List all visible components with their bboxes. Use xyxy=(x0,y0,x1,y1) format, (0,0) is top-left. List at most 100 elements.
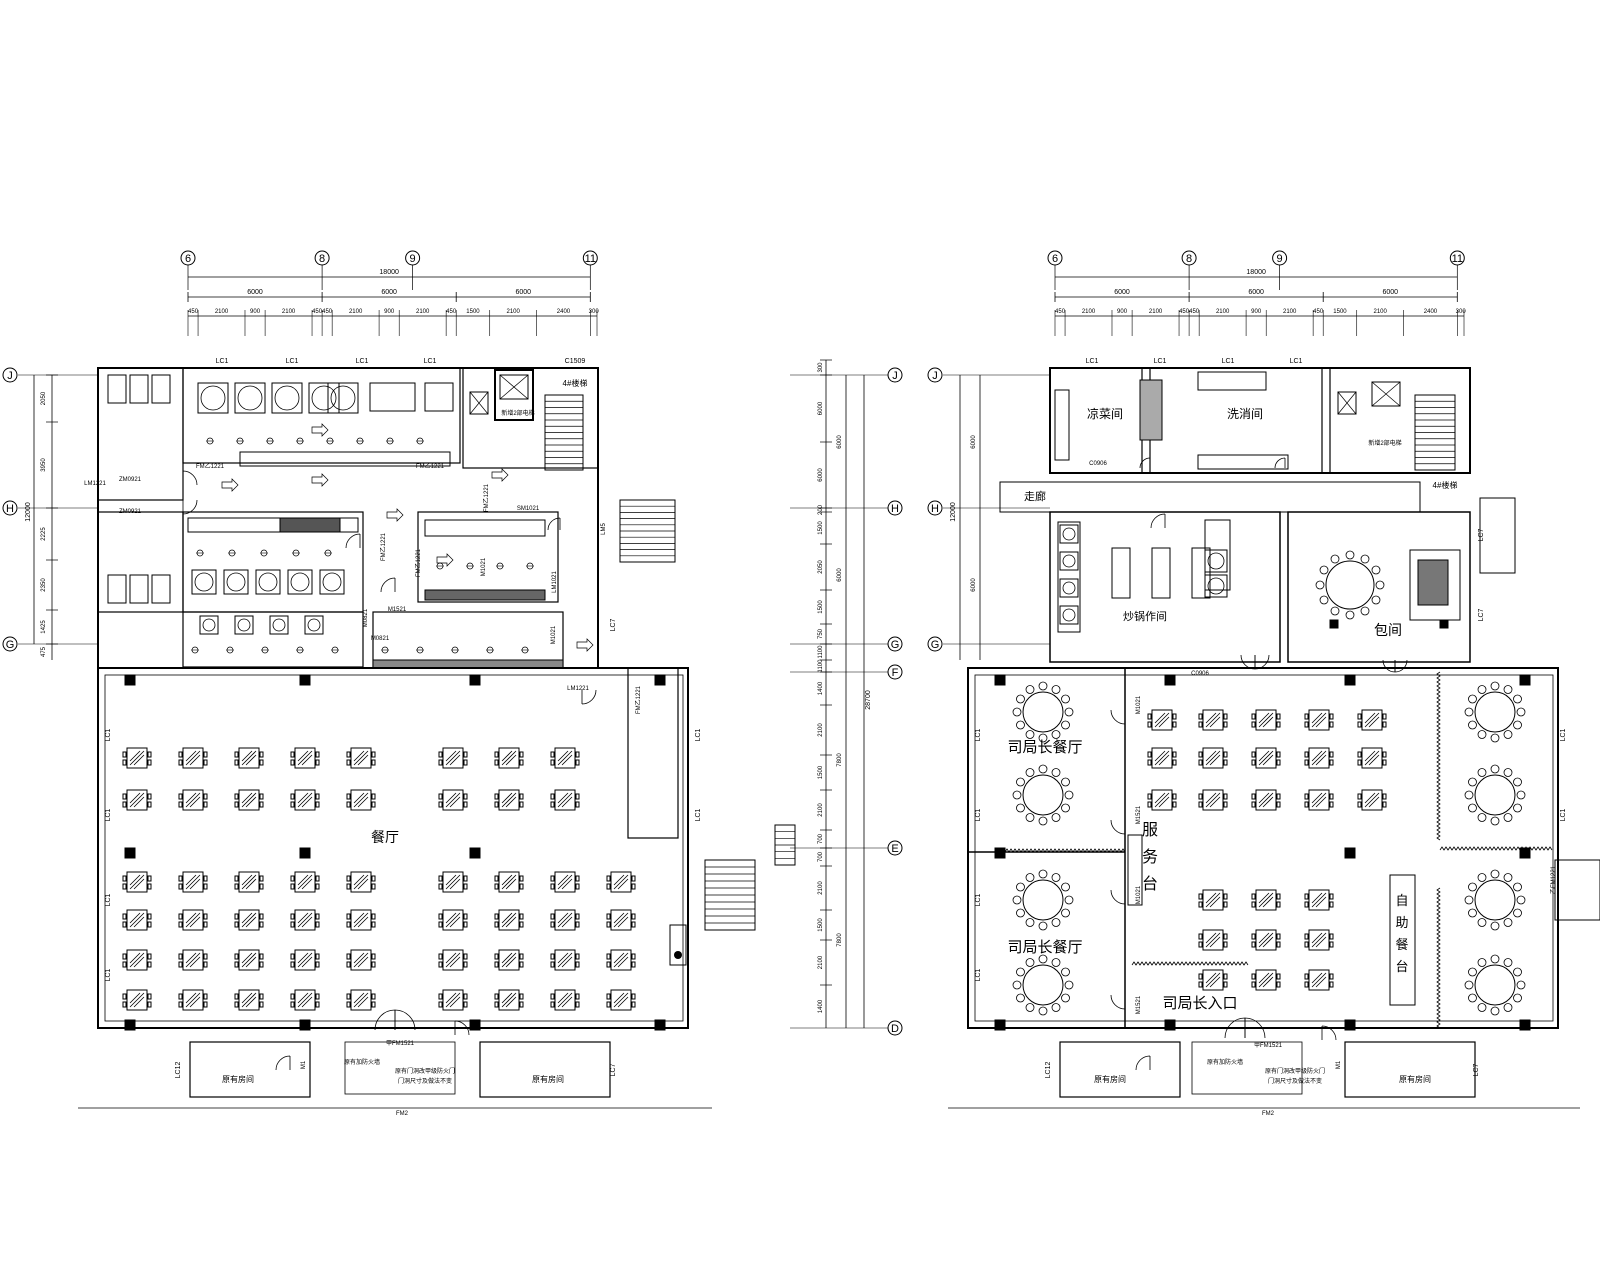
round-chair xyxy=(1051,813,1061,822)
core-room xyxy=(462,367,599,469)
table-hatch xyxy=(561,878,573,890)
window-label: LC1 xyxy=(1222,358,1235,365)
flow-arrow xyxy=(311,473,329,487)
dimension-detail: 6000 xyxy=(818,468,824,482)
elevator-label: 新增2部电梯 xyxy=(1368,439,1401,447)
window-label: LC1 xyxy=(216,358,229,365)
chair xyxy=(438,883,443,890)
round-chair xyxy=(1016,694,1025,704)
kitchen-room-1 xyxy=(182,367,461,464)
chair xyxy=(1172,721,1177,728)
dining-table-set xyxy=(1304,709,1334,731)
dining-table-set xyxy=(1198,889,1228,911)
elevator-car xyxy=(1337,391,1357,415)
round-chair xyxy=(1038,1006,1048,1016)
table-hatch xyxy=(301,796,313,808)
round-chair xyxy=(1513,908,1522,918)
dining-table-set xyxy=(438,909,468,931)
chair xyxy=(438,793,443,800)
counter-hatched xyxy=(372,659,564,669)
table-hatch xyxy=(129,874,141,886)
dimension-detail: 2100 xyxy=(507,309,521,315)
private-room xyxy=(1287,511,1471,663)
table-hatch xyxy=(185,952,201,968)
dining-table-set xyxy=(178,747,208,769)
chair xyxy=(463,921,468,928)
dining-table-set xyxy=(438,789,468,811)
chair xyxy=(494,913,499,920)
elevator-cross xyxy=(1371,381,1401,407)
table-hatch xyxy=(185,992,201,1008)
table-hatch xyxy=(133,878,145,890)
chair xyxy=(575,993,580,1000)
table-top xyxy=(554,747,576,769)
chair xyxy=(346,759,351,766)
service-room xyxy=(627,667,679,839)
dimension-detail: 2100 xyxy=(818,955,824,969)
table-hatch xyxy=(1311,792,1323,804)
flow-arrow xyxy=(311,423,329,437)
table-hatch xyxy=(1158,754,1170,766)
table-hatch xyxy=(353,992,365,1004)
chair xyxy=(1198,941,1203,948)
lower-hall-inner xyxy=(974,674,1554,1022)
round-table-top xyxy=(1022,774,1064,816)
table-hatch xyxy=(1315,896,1327,908)
window-label: LC1 xyxy=(105,808,112,821)
chair xyxy=(438,875,443,882)
table-hatch xyxy=(505,956,517,968)
table-hatch xyxy=(185,750,197,762)
chair xyxy=(550,751,555,758)
table-hatch xyxy=(1205,792,1217,804)
dimension-detail: 450 xyxy=(446,309,457,315)
chair xyxy=(1251,721,1256,728)
chair xyxy=(1198,933,1203,940)
window-label: LC7 xyxy=(610,1063,617,1076)
chair xyxy=(463,759,468,766)
table-top xyxy=(1255,969,1277,991)
chair xyxy=(1304,981,1309,988)
chair xyxy=(290,793,295,800)
dimension-detail: 1500 xyxy=(818,521,824,535)
chair xyxy=(147,913,152,920)
door-swing xyxy=(182,470,198,486)
structural-column xyxy=(1344,847,1356,859)
table-hatch xyxy=(1368,796,1380,808)
table-hatch xyxy=(133,916,145,928)
round-chair xyxy=(1477,918,1487,927)
table-hatch xyxy=(353,912,365,924)
appliance-body xyxy=(1204,574,1228,598)
window-label: LC1 xyxy=(424,358,437,365)
dining-table-set xyxy=(494,949,524,971)
chair xyxy=(122,875,127,882)
round-chair xyxy=(1468,694,1477,704)
table-hatch xyxy=(185,952,197,964)
round-chair xyxy=(1012,790,1022,800)
dimension-subtotal: 6000 xyxy=(837,568,843,582)
chair xyxy=(371,921,376,928)
partition-screen xyxy=(1436,887,1441,1029)
chair xyxy=(494,759,499,766)
table-hatch xyxy=(445,874,461,890)
door-swing xyxy=(1150,513,1166,529)
round-banquet-table xyxy=(1315,550,1385,620)
dining-table-set xyxy=(290,789,320,811)
dining-table-set xyxy=(550,871,580,893)
chair xyxy=(259,1001,264,1008)
table-hatch xyxy=(557,750,569,762)
grid-axis-label: G xyxy=(891,639,900,651)
dining-table-set xyxy=(550,909,580,931)
table-hatch xyxy=(245,956,257,968)
round-chair xyxy=(1513,993,1522,1003)
chair xyxy=(1223,933,1228,940)
prep-table xyxy=(1151,547,1171,599)
chair xyxy=(631,1001,636,1008)
chair xyxy=(178,1001,183,1008)
dining-table-set xyxy=(234,871,264,893)
chair xyxy=(1276,901,1281,908)
chair xyxy=(346,1001,351,1008)
chair xyxy=(438,961,443,968)
chair xyxy=(234,913,239,920)
table-top xyxy=(554,989,576,1011)
